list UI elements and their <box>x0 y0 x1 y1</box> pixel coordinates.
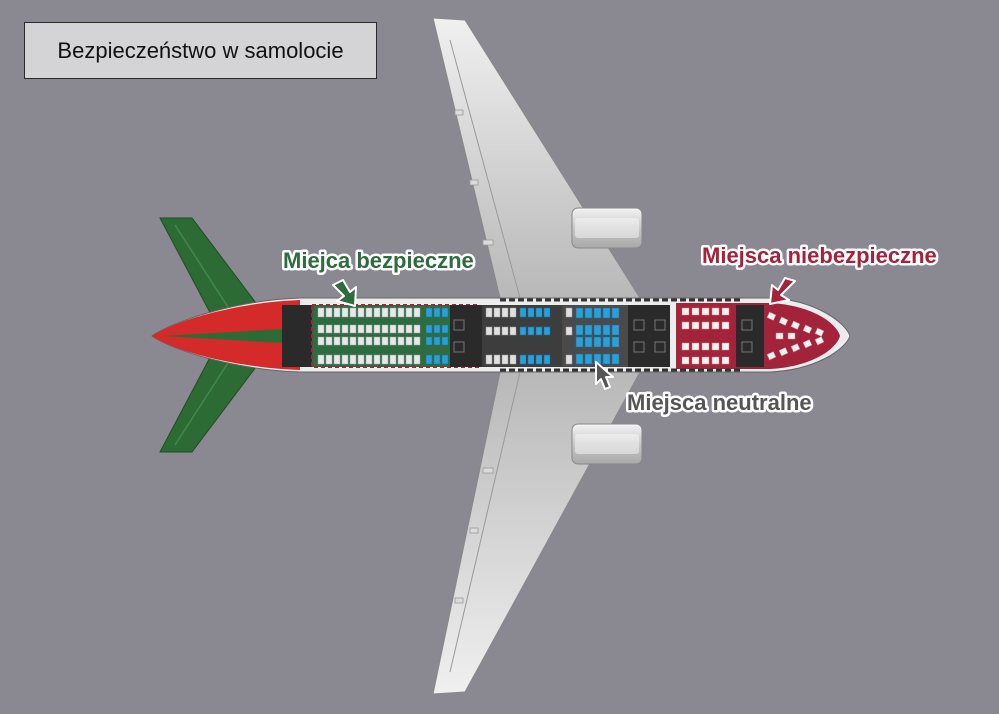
mid-galley <box>450 305 482 367</box>
engines <box>571 207 643 465</box>
rear-galley <box>282 305 312 367</box>
wing-bottom <box>432 371 641 695</box>
safe-arrow-icon <box>332 279 357 307</box>
unsafe-arrow-icon <box>769 277 796 305</box>
neutral-cursor-icon <box>595 361 614 390</box>
page-title: Bezpieczeństwo w samolocie <box>57 37 344 63</box>
engine-bottom <box>571 423 643 465</box>
front-galley-2 <box>736 305 764 367</box>
safe-seats <box>317 307 449 365</box>
neutral-seats <box>453 307 753 365</box>
safe-seats-label: Miejca bezpieczne <box>283 248 474 273</box>
engine-top <box>571 207 643 249</box>
pointers <box>332 277 796 390</box>
neutral-seats-label: Miejsca neutralne <box>627 390 812 415</box>
unsafe-seats-label: Miejsca niebezpieczne <box>702 243 937 268</box>
title-box: Bezpieczeństwo w samolocie <box>24 22 377 79</box>
unsafe-seats <box>681 307 825 365</box>
front-galley-1 <box>628 305 670 367</box>
tail <box>159 217 266 453</box>
